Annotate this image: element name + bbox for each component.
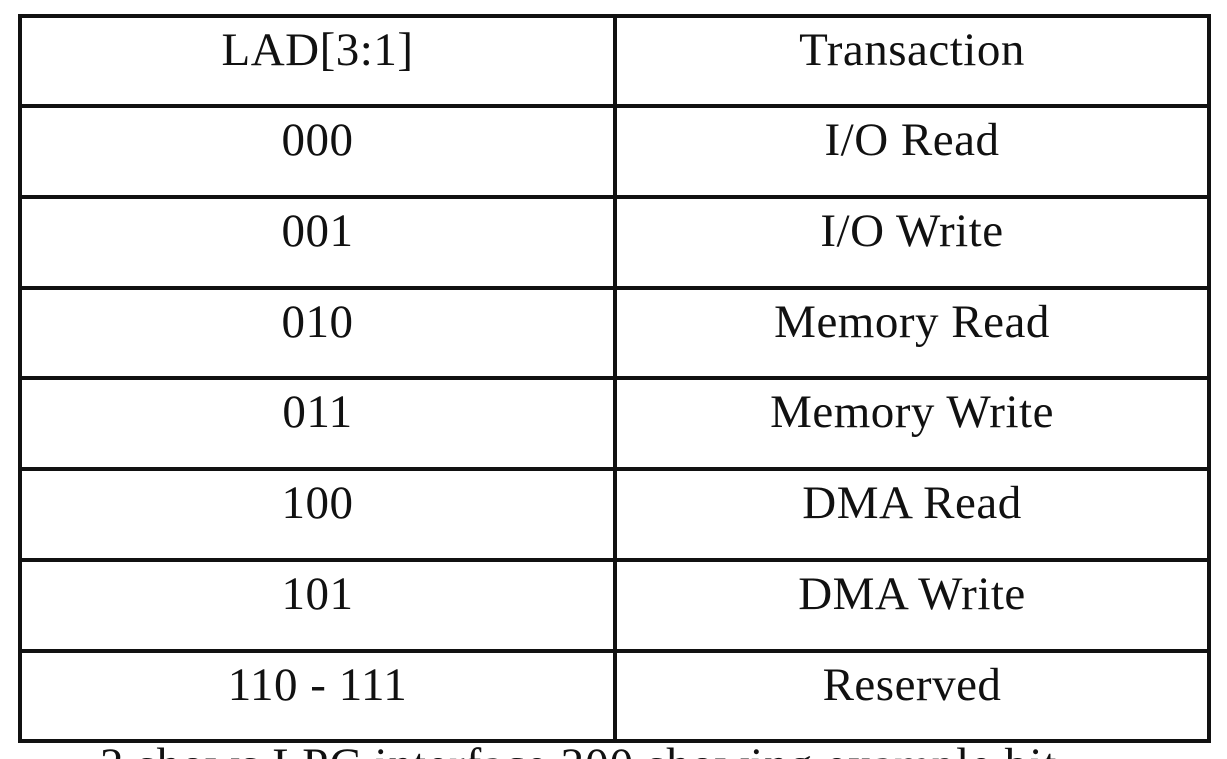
transaction-cell: Memory Write — [615, 378, 1207, 469]
table-row: 001 I/O Write — [22, 197, 1207, 288]
lad-cell: 010 — [22, 288, 615, 379]
header-transaction: Transaction — [615, 18, 1207, 106]
lad-cell: 110 - 111 — [22, 651, 615, 739]
lad-cell: 001 — [22, 197, 615, 288]
lad-transaction-table: LAD[3:1] Transaction 000 I/O Read 001 I/… — [22, 18, 1207, 739]
lad-value: 000 — [22, 108, 613, 164]
transaction-cell: Reserved — [615, 651, 1207, 739]
transaction-cell: I/O Write — [615, 197, 1207, 288]
header-lad: LAD[3:1] — [22, 18, 615, 106]
transaction-value: DMA Read — [617, 471, 1207, 527]
table-row: 101 DMA Write — [22, 560, 1207, 651]
table-row: 000 I/O Read — [22, 106, 1207, 197]
cropped-caption-line: 2 shows LPC interface 200 showing exampl… — [0, 740, 1227, 759]
lad-cell: 100 — [22, 469, 615, 560]
transaction-value: Memory Read — [617, 290, 1207, 346]
table-row: 100 DMA Read — [22, 469, 1207, 560]
transaction-cell: DMA Read — [615, 469, 1207, 560]
transaction-table: LAD[3:1] Transaction 000 I/O Read 001 I/… — [18, 14, 1211, 743]
lad-value: 100 — [22, 471, 613, 527]
lad-value: 101 — [22, 562, 613, 618]
caption-text: 2 shows LPC interface 200 showing exampl… — [100, 742, 1057, 759]
transaction-value: I/O Read — [617, 108, 1207, 164]
lad-value: 010 — [22, 290, 613, 346]
table-row: 010 Memory Read — [22, 288, 1207, 379]
header-transaction-text: Transaction — [617, 18, 1207, 74]
transaction-value: Reserved — [617, 653, 1207, 709]
transaction-value: DMA Write — [617, 562, 1207, 618]
lad-cell: 101 — [22, 560, 615, 651]
table-row: 110 - 111 Reserved — [22, 651, 1207, 739]
transaction-value: I/O Write — [617, 199, 1207, 255]
header-lad-text: LAD[3:1] — [22, 18, 613, 74]
transaction-cell: DMA Write — [615, 560, 1207, 651]
lad-cell: 000 — [22, 106, 615, 197]
transaction-value: Memory Write — [617, 380, 1207, 436]
transaction-cell: I/O Read — [615, 106, 1207, 197]
lad-value: 110 - 111 — [22, 653, 613, 709]
lad-cell: 011 — [22, 378, 615, 469]
table-row: 011 Memory Write — [22, 378, 1207, 469]
lad-value: 011 — [22, 380, 613, 436]
transaction-cell: Memory Read — [615, 288, 1207, 379]
lad-value: 001 — [22, 199, 613, 255]
table-header-row: LAD[3:1] Transaction — [22, 18, 1207, 106]
